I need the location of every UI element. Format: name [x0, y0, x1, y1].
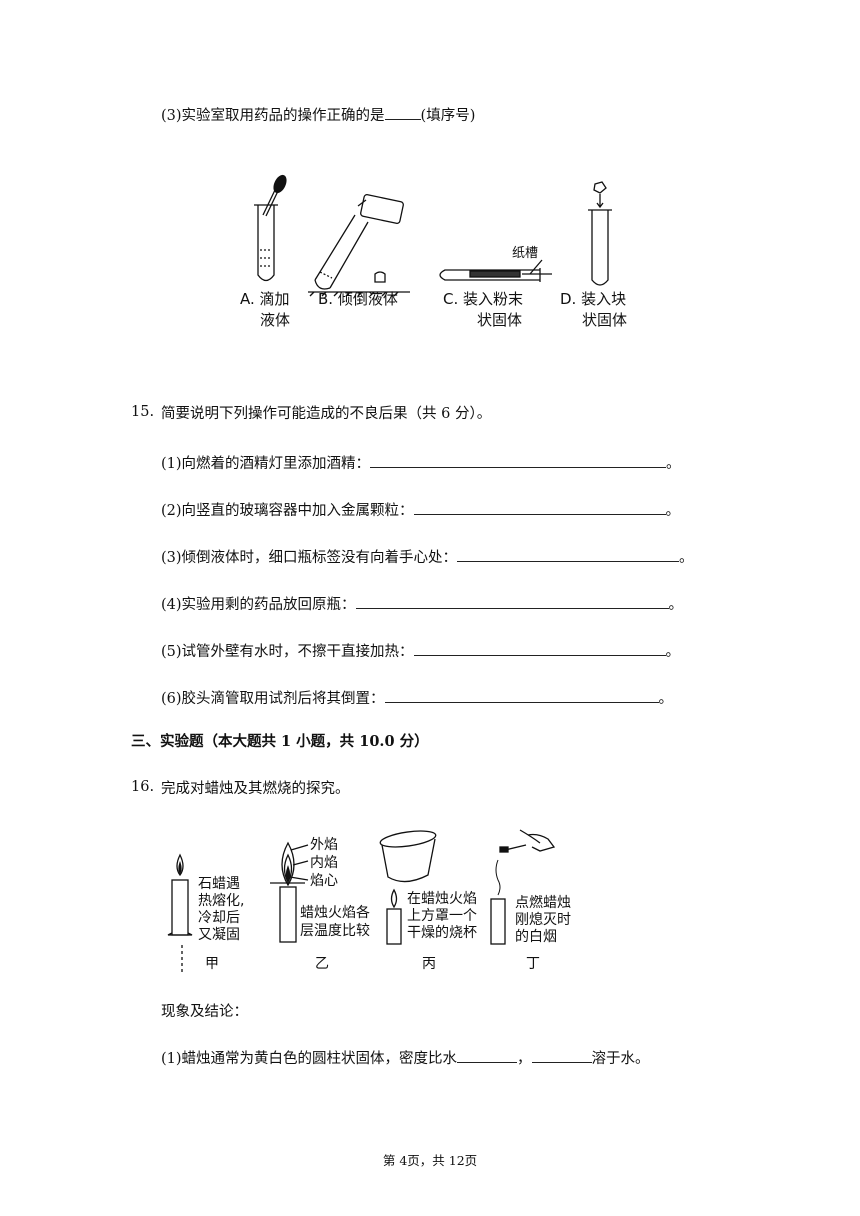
lab-operations-figure: A. 滴加 液体 B. 倾倒液体 纸槽 C. 装入粉末 状固体 D. 装入块 状… — [240, 174, 627, 329]
answer-blank[interactable] — [457, 546, 680, 562]
question-15-stem: 简要说明下列操作可能造成的不良后果（共 6 分）。 — [161, 406, 492, 422]
q15-item-4: (4)实验用剩的药品放回原瓶：。 — [161, 593, 683, 615]
question-number-16: 16. — [131, 779, 155, 795]
label-c-line1: C. 装入粉末 — [443, 290, 523, 308]
jia-text-4: 又凝固 — [198, 927, 240, 943]
candle-yi-illustration — [270, 841, 309, 943]
question-16-stem: 完成对蜡烛及其燃烧的探究。 — [161, 781, 350, 797]
yi-text-2: 层温度比较 — [300, 923, 370, 939]
q15-item-3: (3)倾倒液体时，细口瓶标签没有向着手心处：。 — [161, 546, 694, 568]
answer-blank[interactable] — [370, 452, 667, 468]
jia-label: 甲 — [205, 956, 219, 972]
answer-blank[interactable] — [413, 640, 666, 656]
answer-blank[interactable] — [531, 1047, 592, 1063]
bing-label: 丙 — [422, 956, 436, 972]
bing-text-3: 干燥的烧杯 — [407, 925, 477, 941]
answer-blank[interactable] — [384, 687, 659, 703]
candle-bing-illustration — [379, 830, 437, 945]
candle-ding-illustration — [490, 829, 556, 945]
page-footer: 第 4页，共 12页 — [382, 1153, 478, 1168]
label-a-line2: 液体 — [260, 311, 290, 329]
label-c-line2: 状固体 — [477, 311, 522, 329]
ding-label: 丁 — [526, 956, 540, 972]
dropper-tube-illustration — [254, 174, 287, 282]
ding-text-2: 刚熄灭时 — [515, 911, 571, 928]
label-b: B. 倾倒液体 — [318, 290, 398, 308]
inner-flame-label: 内焰 — [310, 855, 338, 871]
section-3-title: 三、实验题（本大题共 1 小题，共 10.0 分） — [131, 733, 429, 750]
outer-flame-label: 外焰 — [310, 837, 338, 853]
pouring-liquid-illustration — [308, 193, 410, 297]
yi-label: 乙 — [315, 956, 329, 972]
label-d-line1: D. 装入块 — [560, 290, 626, 308]
phenomena-heading: 现象及结论： — [161, 1004, 248, 1020]
ding-text-1: 点燃蜡烛 — [515, 894, 571, 911]
q14-part3: (3)实验室取用药品的操作正确的是(填序号) — [161, 104, 475, 126]
answer-blank[interactable] — [384, 104, 421, 120]
label-a-line1: A. 滴加 — [240, 290, 290, 308]
question-number-15: 15. — [131, 404, 155, 420]
candle-experiments-figure: 石蜡遇 热熔化, 冷却后 又凝固 甲 外焰 内焰 焰心 蜡烛火焰各 层温度比较 … — [167, 829, 571, 973]
bing-text-1: 在蜡烛火焰 — [407, 891, 477, 907]
q15-item-5: (5)试管外壁有水时，不擦干直接加热：。 — [161, 640, 680, 662]
answer-blank[interactable] — [413, 499, 666, 515]
powder-trough-illustration — [439, 259, 552, 282]
bing-text-2: 上方罩一个 — [407, 908, 477, 924]
jia-text-3: 冷却后 — [198, 910, 240, 926]
paper-trough-label: 纸槽 — [512, 246, 538, 261]
jia-text-2: 热熔化, — [198, 893, 244, 909]
flame-core-label: 焰心 — [310, 873, 338, 889]
answer-blank[interactable] — [355, 593, 669, 609]
q15-item-2: (2)向竖直的玻璃容器中加入金属颗粒：。 — [161, 499, 680, 521]
label-d-line2: 状固体 — [582, 311, 627, 329]
jia-text-1: 石蜡遇 — [198, 876, 240, 892]
block-solid-tube-illustration — [588, 181, 612, 286]
candle-jia-illustration — [167, 853, 193, 973]
yi-text-1: 蜡烛火焰各 — [300, 905, 370, 921]
q16-part1: (1)蜡烛通常为黄白色的圆柱状固体，密度比水，溶于水。 — [161, 1047, 650, 1069]
q15-item-6: (6)胶头滴管取用试剂后将其倒置：。 — [161, 687, 673, 709]
q15-item-1: (1)向燃着的酒精灯里添加酒精：。 — [161, 452, 681, 474]
ding-text-3: 的白烟 — [515, 929, 557, 945]
answer-blank[interactable] — [457, 1047, 518, 1063]
